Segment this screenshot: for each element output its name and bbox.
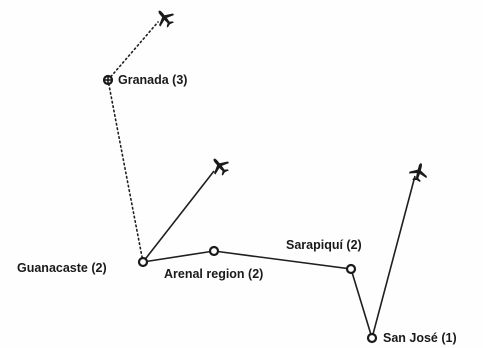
stop-label-granada: Granada (3) [118, 73, 187, 87]
stop-label-arenal: Arenal region (2) [164, 267, 263, 281]
route-leg-sanjose-flight [371, 175, 416, 339]
airplane-icon [213, 158, 230, 176]
stop-label-guanacaste: Guanacaste (2) [17, 261, 107, 275]
stop-marker-granada [102, 74, 114, 86]
stop-marker-sanjose [366, 332, 378, 344]
route-leg-guanacaste-flight [142, 170, 215, 263]
stop-label-sarapiqui: Sarapiquí (2) [286, 238, 362, 252]
airplane-icon [158, 10, 175, 28]
airplane-icon [409, 163, 427, 183]
route-legs [107, 21, 416, 339]
stop-label-sanjose: San José (1) [383, 331, 457, 345]
stop-marker-guanacaste [137, 256, 149, 268]
route-leg-granada-flight [107, 21, 159, 81]
route-leg-overland [142, 250, 373, 339]
stop-marker-sarapiqui [345, 263, 357, 275]
route-leg-guanacaste-granada [107, 79, 144, 263]
stop-marker-arenal [208, 245, 220, 257]
